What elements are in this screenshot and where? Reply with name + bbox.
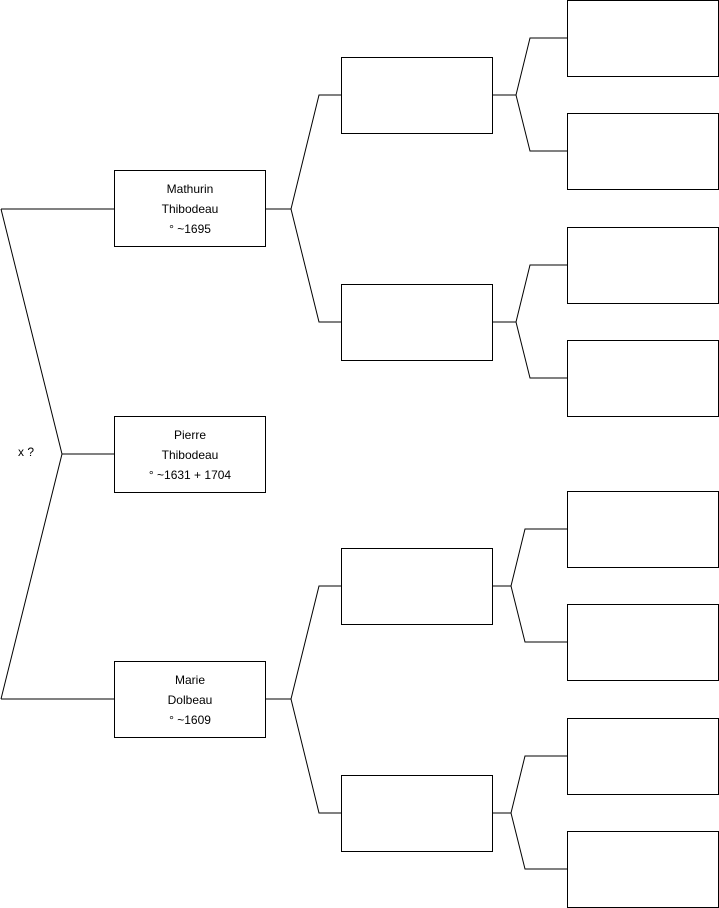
person-first-name: Pierre bbox=[173, 427, 206, 442]
person-box-subject[interactable]: Pierre Thibodeau ° ~1631 + 1704 bbox=[114, 416, 266, 493]
connector-father-branch bbox=[290, 94, 341, 323]
person-box-great-grandparent-4[interactable] bbox=[567, 340, 719, 417]
person-last-name: Thibodeau bbox=[161, 201, 219, 216]
person-dates: ° ~1695 bbox=[169, 221, 211, 236]
connector-gp2-branch bbox=[515, 264, 567, 379]
person-box-great-grandparent-2[interactable] bbox=[567, 113, 719, 190]
connector-gp4-branch bbox=[510, 755, 567, 870]
person-last-name: Dolbeau bbox=[167, 692, 213, 707]
person-box-great-grandparent-3[interactable] bbox=[567, 227, 719, 304]
person-dates: ° ~1631 + 1704 bbox=[148, 467, 232, 482]
person-box-great-grandparent-1[interactable] bbox=[567, 0, 719, 77]
person-box-paternal-grandmother[interactable] bbox=[341, 284, 493, 361]
marriage-label: x ? bbox=[18, 445, 35, 459]
person-first-name: Marie bbox=[174, 672, 205, 687]
person-box-great-grandparent-8[interactable] bbox=[567, 831, 719, 908]
person-first-name: Mathurin bbox=[166, 181, 214, 196]
person-box-mother[interactable]: Marie Dolbeau ° ~1609 bbox=[114, 661, 266, 738]
person-box-great-grandparent-7[interactable] bbox=[567, 718, 719, 795]
person-box-maternal-grandfather[interactable] bbox=[341, 548, 493, 625]
person-box-father[interactable]: Mathurin Thibodeau ° ~1695 bbox=[114, 170, 266, 247]
person-box-maternal-grandmother[interactable] bbox=[341, 775, 493, 852]
person-dates: ° ~1609 bbox=[169, 712, 211, 727]
person-last-name: Thibodeau bbox=[161, 447, 219, 462]
person-box-paternal-grandfather[interactable] bbox=[341, 57, 493, 134]
person-box-great-grandparent-6[interactable] bbox=[567, 604, 719, 681]
connector-gp1-branch bbox=[515, 37, 567, 152]
person-box-great-grandparent-5[interactable] bbox=[567, 491, 719, 568]
connector-gp3-branch bbox=[510, 528, 567, 643]
connector-mother-branch bbox=[290, 585, 341, 814]
